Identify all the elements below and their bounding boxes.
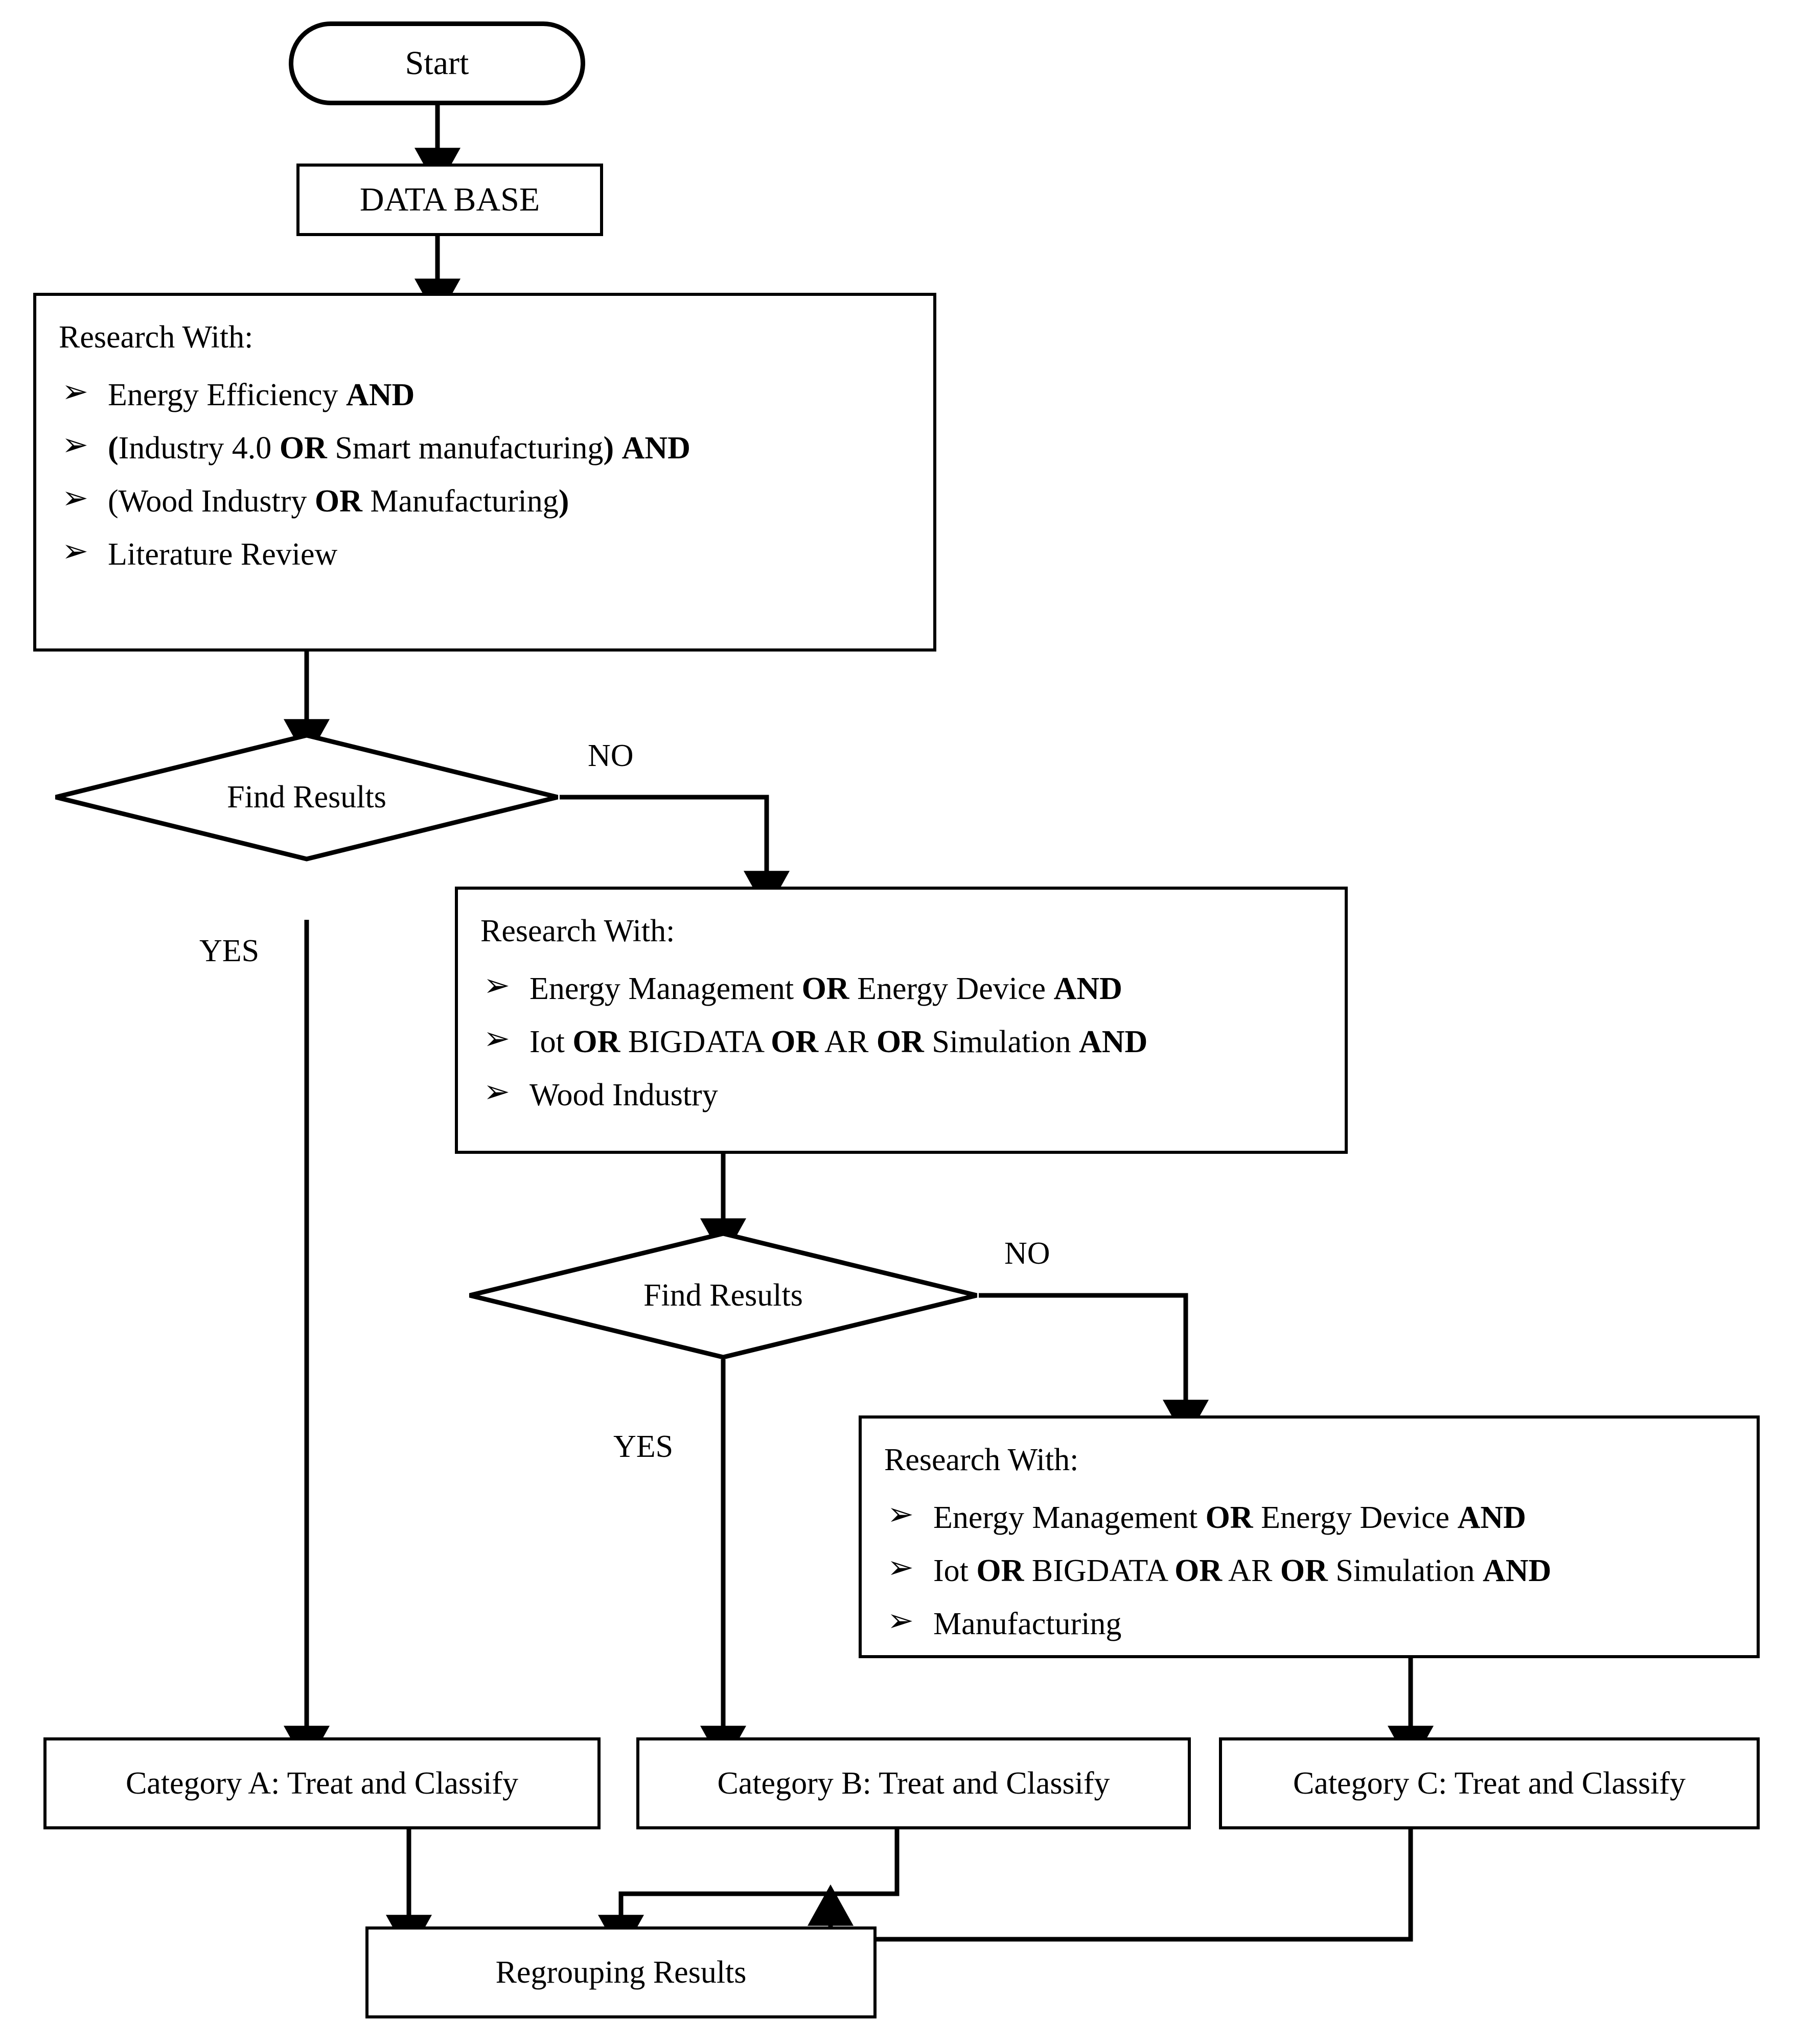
edge-category-b-to-regrouping bbox=[598, 1829, 900, 1957]
node-category-c[interactable]: Category C: Treat and Classify bbox=[1219, 1737, 1760, 1829]
research2-header: Research With: bbox=[480, 914, 675, 948]
list-item-text: Energy Efficiency bbox=[108, 378, 346, 412]
node-category-a[interactable]: Category A: Treat and Classify bbox=[43, 1737, 601, 1829]
node-research1[interactable]: Research With: ➢ Energy Efficiency AND ➢ (I… bbox=[33, 293, 936, 652]
list-item-text: Manufacturing bbox=[362, 484, 559, 519]
list-item: ➢ Iot OR BIGDATA OR AR OR Simulation AND bbox=[480, 1021, 1345, 1059]
list-item-text: Energy Device bbox=[1253, 1500, 1458, 1535]
list-item-emphasis: OR bbox=[1205, 1500, 1253, 1535]
bullet-arrow-icon: ➢ bbox=[887, 1550, 914, 1585]
list-item-text: Literature Review bbox=[108, 537, 338, 572]
list-item-text: AR bbox=[818, 1025, 877, 1059]
list-item-emphasis: OR bbox=[876, 1025, 924, 1059]
list-item-text: Iot bbox=[529, 1025, 573, 1059]
bullet-arrow-icon: ➢ bbox=[887, 1497, 914, 1532]
list-item-text: AR bbox=[1222, 1553, 1280, 1588]
bullet-arrow-icon: ➢ bbox=[62, 481, 88, 516]
list-item-emphasis: AND bbox=[1457, 1500, 1526, 1535]
list-item-text bbox=[614, 431, 622, 466]
node-database-label: DATA BASE bbox=[359, 181, 540, 218]
list-item: ➢ Iot OR BIGDATA OR AR OR Simulation AND bbox=[884, 1550, 1757, 1588]
node-category-a-label: Category A: Treat and Classify bbox=[125, 1766, 519, 1801]
list-item: ➢ Literature Review bbox=[59, 534, 933, 572]
list-item-text: Energy Device bbox=[849, 971, 1054, 1006]
list-item-emphasis: OR bbox=[1280, 1553, 1328, 1588]
research1-header: Research With: bbox=[59, 320, 254, 355]
bullet-arrow-icon: ➢ bbox=[62, 375, 88, 409]
edge-label-decision2-yes: YES bbox=[613, 1429, 674, 1464]
list-item-text: BIGDATA bbox=[620, 1025, 771, 1059]
list-item-text: Smart manufacturing bbox=[327, 431, 604, 466]
node-category-b[interactable]: Category B: Treat and Classify bbox=[636, 1737, 1191, 1829]
node-start[interactable]: Start bbox=[289, 21, 585, 105]
list-item-emphasis: AND bbox=[1482, 1553, 1552, 1588]
list-item-emphasis: OR bbox=[279, 431, 327, 466]
list-item: ➢ Manufacturing bbox=[884, 1604, 1757, 1641]
node-research3[interactable]: Research With: ➢ Energy Management OR Ene… bbox=[859, 1415, 1760, 1658]
node-decision1-label: Find Results bbox=[227, 780, 386, 815]
list-item-emphasis: OR bbox=[1174, 1553, 1223, 1588]
list-item-emphasis: ) bbox=[603, 431, 614, 466]
bullet-arrow-icon: ➢ bbox=[483, 1021, 510, 1056]
list-item-emphasis: AND bbox=[1078, 1025, 1148, 1059]
list-item: ➢ Energy Management OR Energy Device AND bbox=[884, 1497, 1757, 1535]
list-item-emphasis: AND bbox=[345, 378, 415, 412]
edge-label-decision2-no: NO bbox=[1004, 1236, 1050, 1271]
list-item-emphasis: ( bbox=[108, 431, 119, 466]
list-item-emphasis: OR bbox=[801, 971, 849, 1006]
node-start-label: Start bbox=[405, 44, 469, 82]
node-category-c-label: Category C: Treat and Classify bbox=[1293, 1766, 1686, 1801]
list-item-text: Wood Industry bbox=[529, 1078, 718, 1112]
list-item-emphasis: OR bbox=[771, 1025, 819, 1059]
research1-list: ➢Energy Efficiency AND➢(Industry 4.0 OR … bbox=[59, 375, 933, 572]
node-database[interactable]: DATA BASE bbox=[296, 164, 603, 236]
list-item-emphasis: OR bbox=[572, 1025, 620, 1059]
bullet-arrow-icon: ➢ bbox=[483, 968, 510, 1003]
list-item-text: Simulation bbox=[1327, 1553, 1483, 1588]
list-item-text: Simulation bbox=[924, 1025, 1079, 1059]
list-item-text: Manufacturing bbox=[933, 1607, 1122, 1641]
list-item: ➢ Energy Management OR Energy Device AND bbox=[480, 968, 1345, 1006]
bullet-arrow-icon: ➢ bbox=[483, 1075, 510, 1109]
list-item-emphasis: OR bbox=[314, 484, 362, 519]
bullet-arrow-icon: ➢ bbox=[62, 534, 88, 569]
list-item-text: Energy Management bbox=[529, 971, 802, 1006]
node-decision2-label: Find Results bbox=[643, 1278, 803, 1313]
node-decision1[interactable]: Find Results bbox=[54, 733, 560, 862]
edge-decision2-no-to-research3 bbox=[979, 1293, 1209, 1442]
node-decision2[interactable]: Find Results bbox=[468, 1231, 979, 1360]
list-item: ➢ Energy Efficiency AND bbox=[59, 375, 933, 412]
list-item-emphasis: AND bbox=[621, 431, 690, 466]
node-regrouping-label: Regrouping Results bbox=[495, 1955, 747, 1990]
edge-label-decision1-yes: YES bbox=[199, 934, 260, 968]
node-category-b-label: Category B: Treat and Classify bbox=[717, 1766, 1110, 1801]
list-item: ➢ (Wood Industry OR Manufacturing) bbox=[59, 481, 933, 519]
list-item-emphasis: ) bbox=[558, 484, 569, 519]
list-item: ➢ Wood Industry bbox=[480, 1075, 1345, 1112]
research3-header: Research With: bbox=[884, 1443, 1079, 1477]
list-item-text: Industry 4.0 bbox=[118, 431, 280, 466]
list-item-text: (Wood Industry bbox=[108, 484, 315, 519]
list-item: ➢ (Industry 4.0 OR Smart manufacturing) A… bbox=[59, 428, 933, 466]
bullet-arrow-icon: ➢ bbox=[887, 1604, 914, 1638]
list-item-emphasis: OR bbox=[976, 1553, 1024, 1588]
list-item-text: Iot bbox=[933, 1553, 977, 1588]
research2-list: ➢Energy Management OR Energy Device AND➢… bbox=[480, 968, 1345, 1112]
edge-label-decision1-no: NO bbox=[588, 738, 634, 773]
edge-decision1-no-to-research2 bbox=[560, 795, 790, 913]
edge-category-c-to-regrouping bbox=[808, 1829, 1413, 1942]
node-regrouping[interactable]: Regrouping Results bbox=[365, 1926, 877, 2018]
list-item-text: Energy Management bbox=[933, 1500, 1206, 1535]
list-item-emphasis: AND bbox=[1053, 971, 1122, 1006]
research3-list: ➢Energy Management OR Energy Device AND➢… bbox=[884, 1497, 1757, 1641]
list-item-text: BIGDATA bbox=[1024, 1553, 1175, 1588]
node-research2[interactable]: Research With: ➢ Energy Management OR Ene… bbox=[455, 887, 1348, 1154]
bullet-arrow-icon: ➢ bbox=[62, 428, 88, 462]
